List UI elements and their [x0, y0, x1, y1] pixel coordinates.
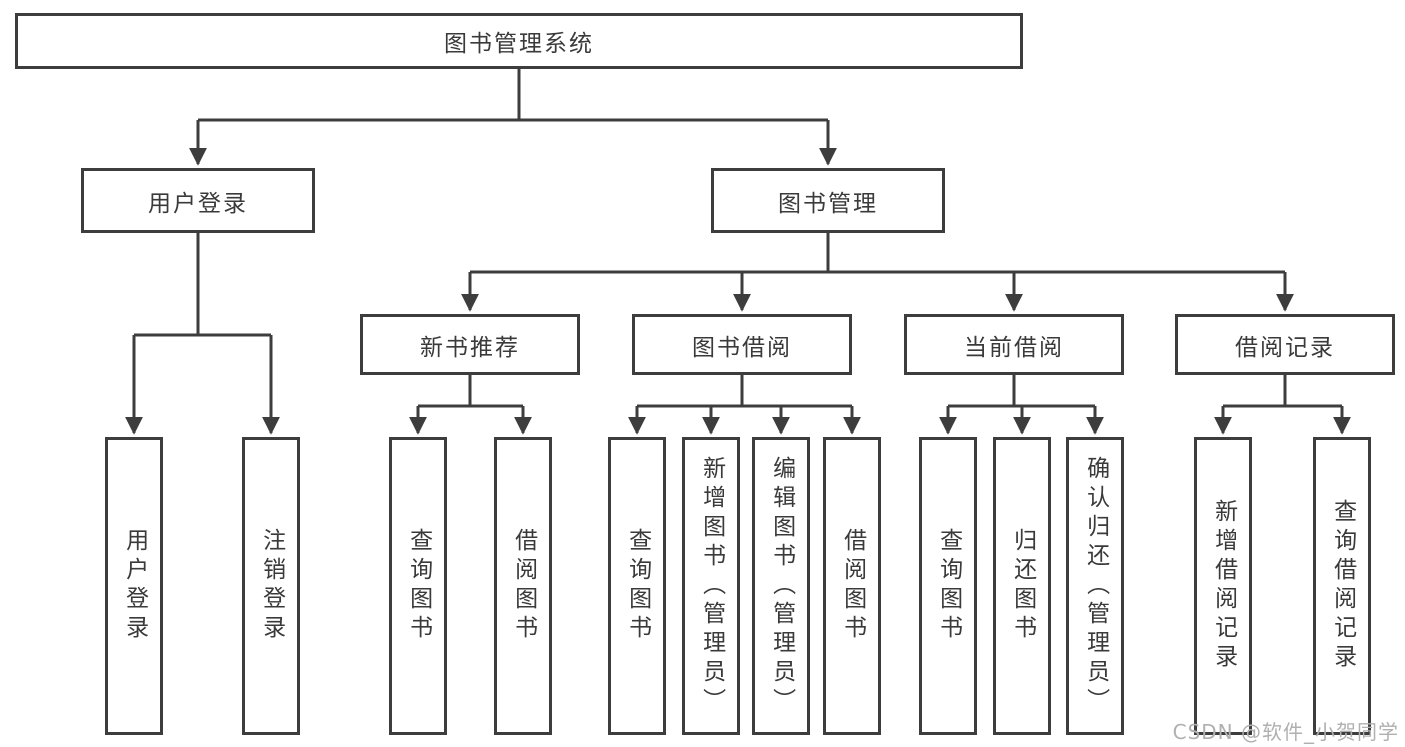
- node-label: 归还图书: [1009, 528, 1036, 644]
- leaf-logout-login: 注销登录: [242, 437, 300, 735]
- leaf-query-books-borrow: 查询图书: [608, 437, 666, 735]
- node-label: 查询图书: [935, 528, 962, 644]
- node-label: 新增借阅记录: [1210, 499, 1237, 673]
- node-label: 编辑图书（管理员）: [768, 455, 795, 717]
- node-user-login: 用户登录: [81, 168, 315, 233]
- user-login-children-connectors: [125, 233, 280, 435]
- node-root: 图书管理系统: [15, 13, 1023, 69]
- node-label: 用户登录: [148, 190, 248, 217]
- node-label: 图书借阅: [692, 334, 792, 361]
- borrow-records-children-connectors: [1214, 375, 1351, 435]
- new-book-recommend-children-connectors: [409, 375, 532, 435]
- leaf-add-book-admin: 新增图书（管理员）: [682, 437, 740, 735]
- node-label: 借阅图书: [839, 528, 866, 644]
- node-label: 新书推荐: [420, 334, 520, 361]
- leaf-edit-book-admin: 编辑图书（管理员）: [752, 437, 810, 735]
- node-new-book-recommend: 新书推荐: [360, 314, 580, 375]
- node-label: 当前借阅: [964, 334, 1064, 361]
- leaf-query-borrow-record: 查询借阅记录: [1313, 437, 1371, 735]
- root-to-level2-connectors: [189, 68, 837, 166]
- leaf-return-book: 归还图书: [993, 437, 1051, 735]
- node-label: 注销登录: [258, 528, 285, 644]
- leaf-query-books-recommend: 查询图书: [389, 437, 447, 735]
- book-management-children-connectors: [461, 233, 1294, 312]
- leaf-borrow-books-recommend: 借阅图书: [494, 437, 552, 735]
- leaf-user-login: 用户登录: [105, 437, 163, 735]
- node-current-borrow: 当前借阅: [904, 314, 1124, 375]
- node-label: 查询图书: [624, 528, 651, 644]
- leaf-query-books-current: 查询图书: [919, 437, 977, 735]
- node-label: 查询图书: [405, 528, 432, 644]
- node-label: 图书管理: [778, 190, 878, 217]
- node-book-management: 图书管理: [711, 168, 945, 233]
- node-label: 用户登录: [121, 528, 148, 644]
- node-borrow-records: 借阅记录: [1175, 314, 1395, 375]
- node-label: 借阅图书: [510, 528, 537, 644]
- node-label: 图书管理系统: [444, 31, 594, 57]
- csdn-watermark: CSDN @软件_小贺同学: [1172, 720, 1399, 744]
- node-book-borrow: 图书借阅: [632, 314, 852, 375]
- leaf-borrow-books: 借阅图书: [823, 437, 881, 735]
- node-label: 确认归还（管理员）: [1082, 455, 1109, 717]
- node-label: 查询借阅记录: [1329, 499, 1356, 673]
- leaf-confirm-return-admin: 确认归还（管理员）: [1066, 437, 1124, 735]
- book-borrow-children-connectors: [628, 375, 861, 435]
- leaf-add-borrow-record: 新增借阅记录: [1194, 437, 1252, 735]
- current-borrow-children-connectors: [939, 375, 1104, 435]
- node-label: 新增图书（管理员）: [698, 455, 725, 717]
- node-label: 借阅记录: [1235, 334, 1335, 361]
